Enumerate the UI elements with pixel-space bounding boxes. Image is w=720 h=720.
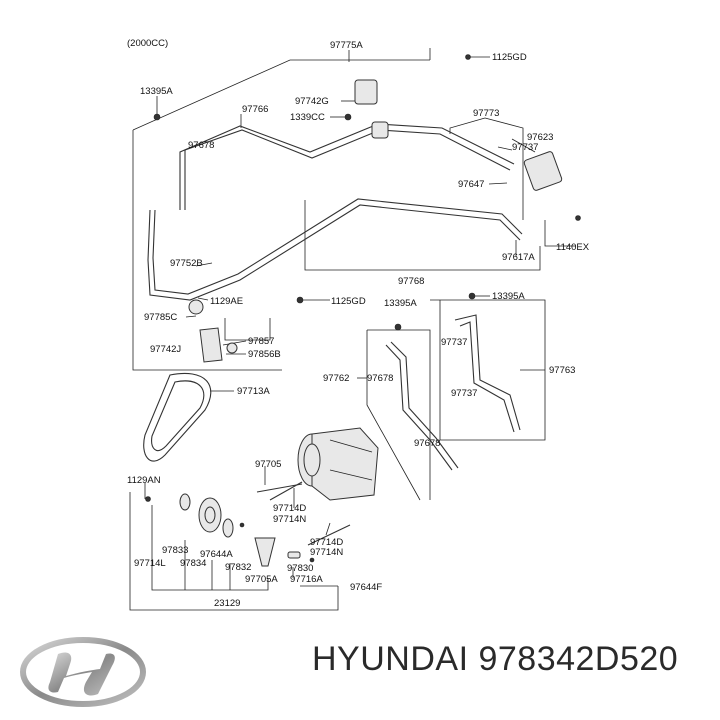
bolt-1339cc (344, 113, 352, 121)
label-13395a-mid: 13395A (384, 298, 417, 309)
label-1140ex: 1140EX (556, 242, 590, 253)
label-97830: 97830 (287, 563, 313, 574)
label-97714n-b: 97714N (310, 547, 343, 558)
label-97644a: 97644A (200, 549, 233, 560)
brand-part-number: HYUNDAI 978342D520 (312, 640, 679, 678)
label-97762: 97762 (323, 373, 349, 384)
part-labels: 97775A 1125GD 13395A 97742G 97766 1339CC… (127, 40, 590, 609)
label-1129ae: 1129AE (210, 296, 243, 307)
label-97714n-a: 97714N (273, 514, 306, 525)
label-97857: 97857 (248, 336, 274, 347)
label-97678-mid: 97678 (367, 373, 393, 384)
valve-cap-97857 (226, 342, 238, 354)
bracket-97742g (354, 79, 378, 105)
engine-note: (2000CC) (127, 38, 168, 49)
label-97678-top: 97678 (188, 140, 214, 151)
label-97716a: 97716A (290, 574, 323, 585)
label-97775a: 97775A (330, 40, 363, 51)
label-97737-low: 97737 (451, 388, 477, 399)
nut-13395a-right (468, 292, 476, 300)
label-97768: 97768 (398, 276, 424, 287)
label-13395a-right: 13395A (492, 291, 525, 302)
label-23129: 23129 (214, 598, 240, 609)
label-1339cc: 1339CC (290, 112, 325, 123)
label-1125gd-mid: 1125GD (331, 296, 366, 307)
label-97705: 97705 (255, 459, 281, 470)
label-97833: 97833 (162, 545, 188, 556)
label-97773: 97773 (473, 108, 499, 119)
bracket-97742j (199, 327, 223, 363)
nut-13395a-mid (394, 323, 402, 331)
label-97742j: 97742J (150, 344, 181, 355)
ac-parts-diagram: (2000CC) (127, 38, 590, 611)
ac-compressor (297, 427, 379, 501)
label-97785c: 97785C (144, 312, 177, 323)
label-97714l: 97714L (134, 558, 166, 569)
label-1125gd-top: 1125GD (492, 52, 527, 63)
label-97644f: 97644F (350, 582, 382, 593)
compressor-bolts (256, 481, 351, 546)
bolt-1125gd-top (465, 54, 471, 60)
label-1129an: 1129AN (127, 475, 161, 486)
ac-fittings (153, 54, 581, 363)
label-97714d-a: 97714D (273, 503, 306, 514)
block-fitting (371, 121, 389, 139)
ac-hoses (147, 123, 523, 471)
clamp-97785c (188, 299, 204, 315)
label-97647: 97647 (458, 179, 484, 190)
leader-lines (129, 50, 576, 611)
receiver-dryer-97623 (523, 151, 563, 191)
label-97742g: 97742G (295, 96, 329, 107)
label-97714d-b: 97714D (310, 537, 343, 548)
label-97856b: 97856B (248, 349, 281, 360)
label-97832: 97832 (225, 562, 251, 573)
upper-group-outline (132, 48, 431, 371)
label-97713a: 97713A (237, 386, 270, 397)
bolt-1140ex (575, 215, 581, 221)
label-97834: 97834 (180, 558, 206, 569)
label-97737-top: 97737 (512, 142, 538, 153)
drive-belt-97713a (143, 373, 212, 462)
label-97737-mid: 97737 (441, 337, 467, 348)
label-97678-low: 97678 (414, 438, 440, 449)
label-97766: 97766 (242, 104, 268, 115)
label-97705a: 97705A (245, 574, 278, 585)
hyundai-logo-icon (20, 637, 146, 707)
label-13395a-left: 13395A (140, 86, 173, 97)
bolt-1125gd-mid (296, 296, 304, 304)
label-97763: 97763 (549, 365, 575, 376)
nut-13395a-left (153, 113, 161, 121)
label-97752b: 97752B (170, 258, 203, 269)
label-97617a: 97617A (502, 252, 535, 263)
label-97623: 97623 (527, 132, 553, 143)
clutch-parts (145, 493, 315, 567)
